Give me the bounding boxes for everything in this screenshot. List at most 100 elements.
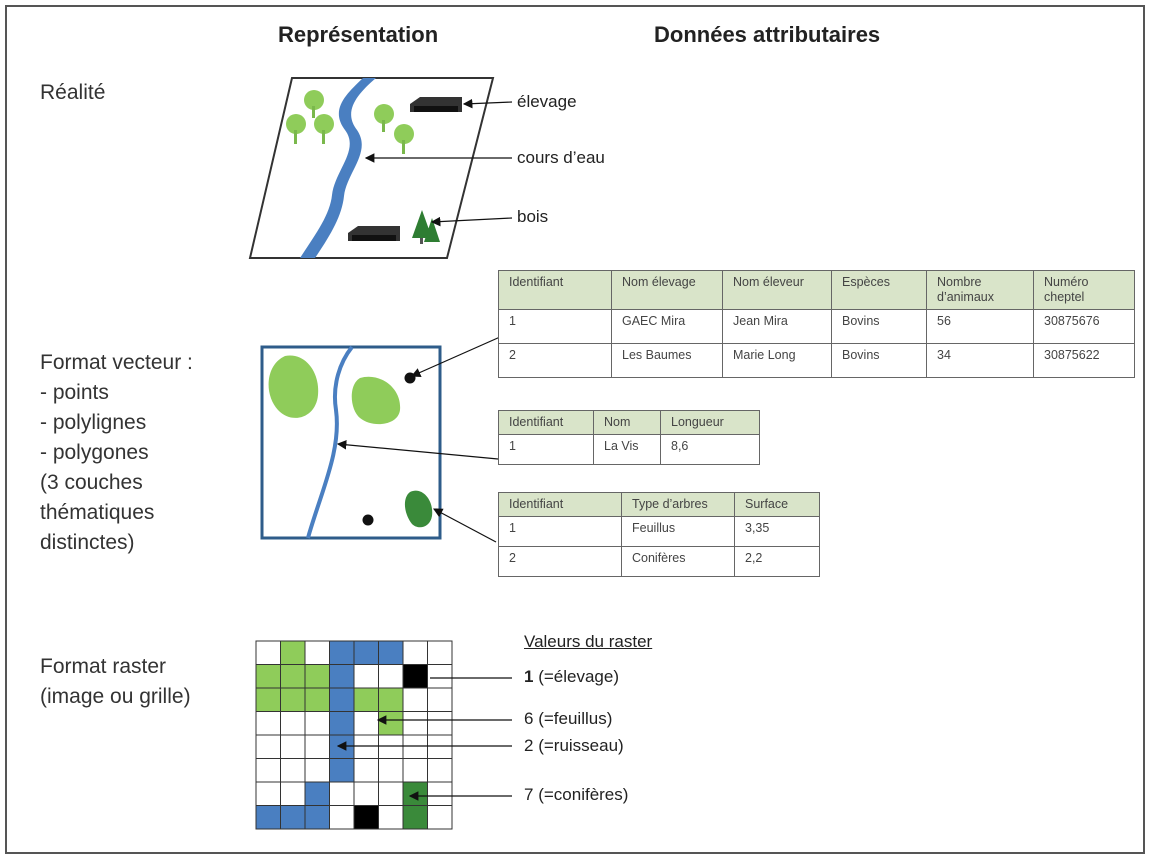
raster-legend-value: 1 — [524, 667, 534, 686]
raster-cell — [402, 758, 428, 783]
raster-cell — [402, 781, 428, 806]
col-header: Type d’arbres — [621, 492, 735, 517]
raster-cell — [378, 711, 404, 736]
table-cell: 30875676 — [1033, 309, 1135, 344]
annotation-stream: cours d’eau — [517, 148, 605, 167]
raster-cell — [329, 781, 355, 806]
raster-cell — [378, 758, 404, 783]
annotation-woods: bois — [517, 207, 549, 226]
raster-cell — [353, 734, 379, 759]
raster-cell — [304, 664, 330, 689]
label-reality: Réalité — [40, 81, 106, 104]
raster-cell — [378, 687, 404, 712]
table-cell: Les Baumes — [611, 343, 723, 378]
raster-cell — [255, 781, 281, 806]
col-header: Nom élevage — [611, 270, 723, 310]
raster-cell — [329, 664, 355, 689]
raster-cell — [378, 805, 404, 830]
figure-frame — [5, 5, 1145, 854]
points-attribute-table: Identifiant Nom élevage Nom éleveur Espè… — [498, 270, 1135, 378]
table-cell: GAEC Mira — [611, 309, 723, 344]
raster-cell — [402, 687, 428, 712]
raster-cell — [427, 734, 453, 759]
raster-cell — [280, 664, 306, 689]
table-cell: 2 — [498, 343, 612, 378]
raster-cell — [304, 711, 330, 736]
label-raster: Format raster (image ou grille) — [40, 652, 191, 712]
col-header: Identifiant — [498, 410, 594, 435]
raster-cell — [402, 640, 428, 665]
raster-cell — [280, 781, 306, 806]
raster-cell — [280, 640, 306, 665]
raster-label-line: (image ou grille) — [40, 685, 191, 708]
table-cell: 1 — [498, 434, 594, 465]
table-row: 1 Feuillus 3,35 — [498, 516, 820, 547]
deciduous-trees-icon — [286, 90, 414, 154]
table-cell: 2 — [498, 546, 622, 577]
raster-cell — [427, 687, 453, 712]
raster-legend-item: 1 (=élevage) — [524, 667, 619, 687]
polygons-attribute-table: Identifiant Type d’arbres Surface 1 Feui… — [498, 492, 820, 577]
raster-cell — [378, 781, 404, 806]
raster-cell — [304, 687, 330, 712]
table-header-row: Identifiant Nom Longueur — [498, 410, 760, 435]
raster-cell — [353, 758, 379, 783]
raster-cell — [427, 758, 453, 783]
col-header: Nom éleveur — [722, 270, 832, 310]
raster-legend-value: 7 — [524, 785, 534, 804]
table-cell: 30875622 — [1033, 343, 1135, 378]
raster-cell — [378, 640, 404, 665]
table-cell: 8,6 — [660, 434, 760, 465]
raster-cell — [427, 664, 453, 689]
conifer-icon — [412, 210, 440, 244]
raster-cell — [353, 640, 379, 665]
vector-polygon-3 — [404, 490, 433, 528]
vector-polygon-2 — [351, 376, 401, 425]
raster-cell — [427, 711, 453, 736]
raster-legend-text: (=conifères) — [533, 785, 629, 804]
barn-icon — [348, 97, 462, 241]
raster-cell — [427, 781, 453, 806]
raster-cell — [304, 805, 330, 830]
raster-cell — [329, 805, 355, 830]
vector-label-line: - polylignes — [40, 411, 147, 434]
raster-cell — [280, 734, 306, 759]
vector-label-line: - polygones — [40, 441, 149, 464]
raster-cell — [304, 734, 330, 759]
raster-cell — [353, 781, 379, 806]
table-cell: 2,2 — [734, 546, 820, 577]
vector-map — [260, 336, 501, 543]
raster-cell — [353, 711, 379, 736]
raster-legend-item: 2 (=ruisseau) — [524, 736, 624, 756]
raster-legend-text: (=feuillus) — [533, 709, 613, 728]
table-row: 1 La Vis 8,6 — [498, 434, 760, 465]
raster-cell — [280, 758, 306, 783]
raster-legend-value: 2 — [524, 736, 534, 755]
table-row: 1 GAEC Mira Jean Mira Bovins 56 30875676 — [498, 309, 1135, 344]
raster-cell — [353, 805, 379, 830]
reality-map — [248, 77, 513, 259]
vector-label-line: - points — [40, 381, 109, 404]
col-header: Surface — [734, 492, 820, 517]
raster-cell — [329, 734, 355, 759]
raster-cell — [255, 805, 281, 830]
raster-cell — [304, 758, 330, 783]
vector-label-line: Format vecteur : — [40, 351, 193, 374]
raster-cell — [427, 805, 453, 830]
raster-cell — [329, 640, 355, 665]
col-header: Espèces — [831, 270, 927, 310]
annotation-breeding: élevage — [517, 92, 577, 111]
raster-cell — [402, 664, 428, 689]
raster-cell — [280, 687, 306, 712]
raster-cell — [329, 758, 355, 783]
table-header-row: Identifiant Nom élevage Nom éleveur Espè… — [498, 270, 1135, 310]
vector-label-line: thématiques — [40, 501, 155, 524]
col-header: Numéro cheptel — [1033, 270, 1135, 310]
col-header: Nombre d’animaux — [926, 270, 1034, 310]
table-cell: 56 — [926, 309, 1034, 344]
col-header: Longueur — [660, 410, 760, 435]
table-header-row: Identifiant Type d’arbres Surface — [498, 492, 820, 517]
table-cell: 1 — [498, 309, 612, 344]
vector-label-line: distinctes) — [40, 531, 135, 554]
table-cell: Bovins — [831, 343, 927, 378]
